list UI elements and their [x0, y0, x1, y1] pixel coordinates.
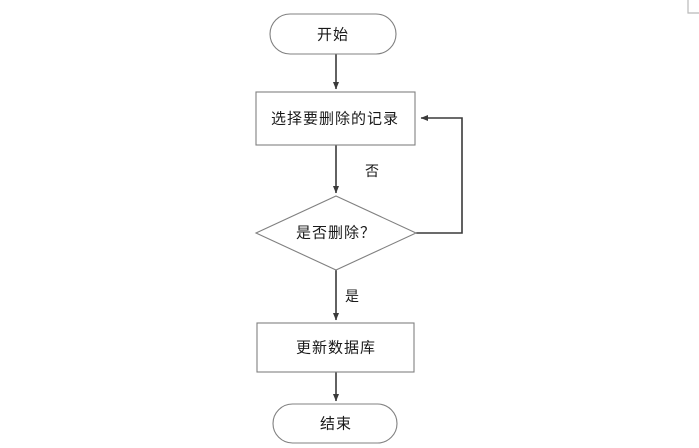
decision-label: 是否删除？ — [296, 224, 376, 242]
end-label: 结束 — [320, 415, 352, 433]
end-terminator-shape — [272, 403, 398, 444]
update-database-label: 更新数据库 — [296, 339, 376, 357]
node-select-record[interactable]: 选择要删除的记录 — [255, 91, 416, 146]
update-database-process-shape — [256, 322, 415, 373]
edge-label-no: 否 — [365, 164, 379, 180]
edge-label-yes: 是 — [345, 289, 359, 305]
node-update-database[interactable]: 更新数据库 — [256, 322, 415, 373]
select-record-label: 选择要删除的记录 — [271, 110, 399, 128]
node-decision-delete[interactable]: 是否删除？ — [254, 195, 418, 271]
page-crop-mark-top-right — [687, 0, 699, 14]
connector-decide-no-loop-to-select — [416, 114, 463, 234]
node-start[interactable]: 开始 — [269, 13, 397, 55]
select-record-process-shape — [255, 91, 416, 146]
decision-diamond-shape — [254, 195, 418, 271]
node-end[interactable]: 结束 — [272, 403, 398, 444]
start-label: 开始 — [317, 26, 349, 44]
start-terminator-shape — [269, 13, 397, 55]
